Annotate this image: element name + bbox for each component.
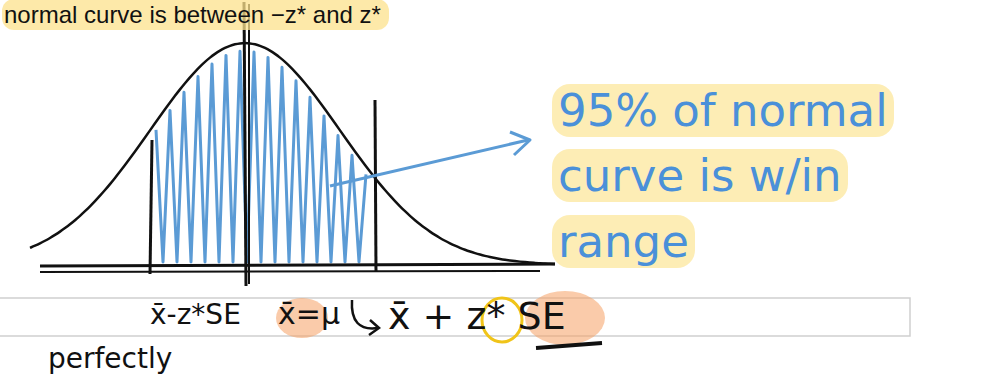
formula-text: x̄-z*SE — [150, 298, 241, 331]
shaded-area — [156, 51, 366, 262]
bound-line — [150, 140, 152, 274]
formula-text: x̄-z*SE — [150, 298, 241, 331]
formula-text: x̄ + z* SE — [388, 294, 566, 338]
note-text: normal curve is between −z* and z* — [2, 1, 389, 29]
arrow-head — [510, 132, 530, 155]
underline — [536, 343, 602, 348]
formula-text: x̄=μ — [278, 296, 340, 331]
axis-line — [40, 264, 555, 266]
axis-line — [40, 271, 540, 272]
handwritten-note: perfectly — [48, 342, 172, 375]
note-text: normal curve is between −z* and z* — [2, 0, 389, 30]
bound-line — [375, 100, 376, 272]
hook-arrow — [369, 320, 379, 335]
bell-curve — [30, 43, 555, 264]
arrow-line — [330, 140, 528, 186]
mean-line — [244, 2, 246, 286]
handwritten-note: 95% of normal curve is w/in range — [552, 84, 894, 268]
mean-line — [248, 4, 250, 284]
handwritten-note: perfectly — [48, 342, 172, 375]
formula-text: x̄ + z* SE — [388, 294, 566, 338]
handwritten-note: 95% of normal curve is w/in range — [552, 78, 972, 274]
formula-text: x̄=μ — [278, 296, 340, 331]
